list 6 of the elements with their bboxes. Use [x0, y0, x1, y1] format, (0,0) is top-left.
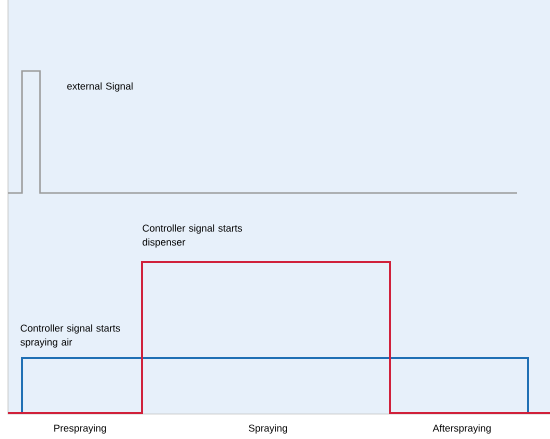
signal-label: Controller signal starts spraying air	[20, 324, 120, 348]
signal-label: Controller signal starts dispenser	[142, 224, 242, 248]
phase-label: Afterspraying	[432, 424, 491, 434]
signal-label: external Signal	[67, 82, 133, 92]
phase-label: Prespraying	[54, 424, 106, 434]
phase-label: Spraying	[248, 424, 288, 434]
